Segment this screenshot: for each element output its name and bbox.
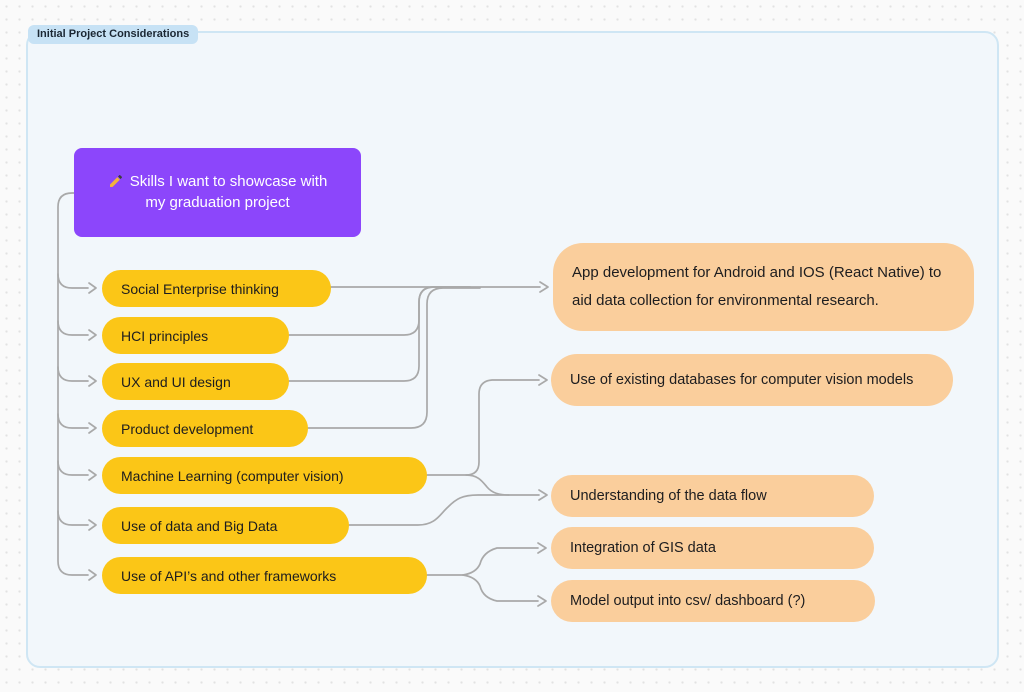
outcome-node-gis-integration[interactable]: Integration of GIS data [551, 527, 874, 569]
skill-node-apis-frameworks[interactable]: Use of API’s and other frameworks [102, 557, 427, 594]
outcome-arrowhead-icons [537, 281, 549, 607]
skill-node-big-data[interactable]: Use of data and Big Data [102, 507, 349, 544]
spine-connector-lines [57, 192, 89, 576]
frame-title-label[interactable]: Initial Project Considerations [28, 25, 199, 44]
outcome-node-model-output[interactable]: Model output into csv/ dashboard (?) [551, 580, 875, 622]
skill-node-ux-ui-design[interactable]: UX and UI design [102, 363, 289, 400]
skill-node-machine-learning[interactable]: Machine Learning (computer vision) [102, 457, 427, 494]
root-node-skills[interactable]: Skills I want to showcase with my gradua… [74, 148, 361, 237]
outcome-node-data-flow[interactable]: Understanding of the data flow [551, 475, 874, 517]
outcome-label: App development for Android and IOS (Rea… [572, 264, 942, 309]
skill-node-hci-principles[interactable]: HCI principles [102, 317, 289, 354]
outcome-connector-lines [288, 286, 541, 602]
root-node-label: Skills I want to showcase with my gradua… [129, 173, 328, 211]
outcome-node-existing-databases[interactable]: Use of existing databases for computer v… [551, 354, 953, 406]
skill-node-product-development[interactable]: Product development [102, 410, 308, 447]
writing-hand-emoji-icon [109, 175, 122, 187]
skill-node-social-enterprise[interactable]: Social Enterprise thinking [102, 270, 331, 307]
outcome-node-app-development[interactable]: App development for Android and IOS (Rea… [553, 243, 974, 331]
spine-arrowhead-icons [88, 282, 97, 581]
